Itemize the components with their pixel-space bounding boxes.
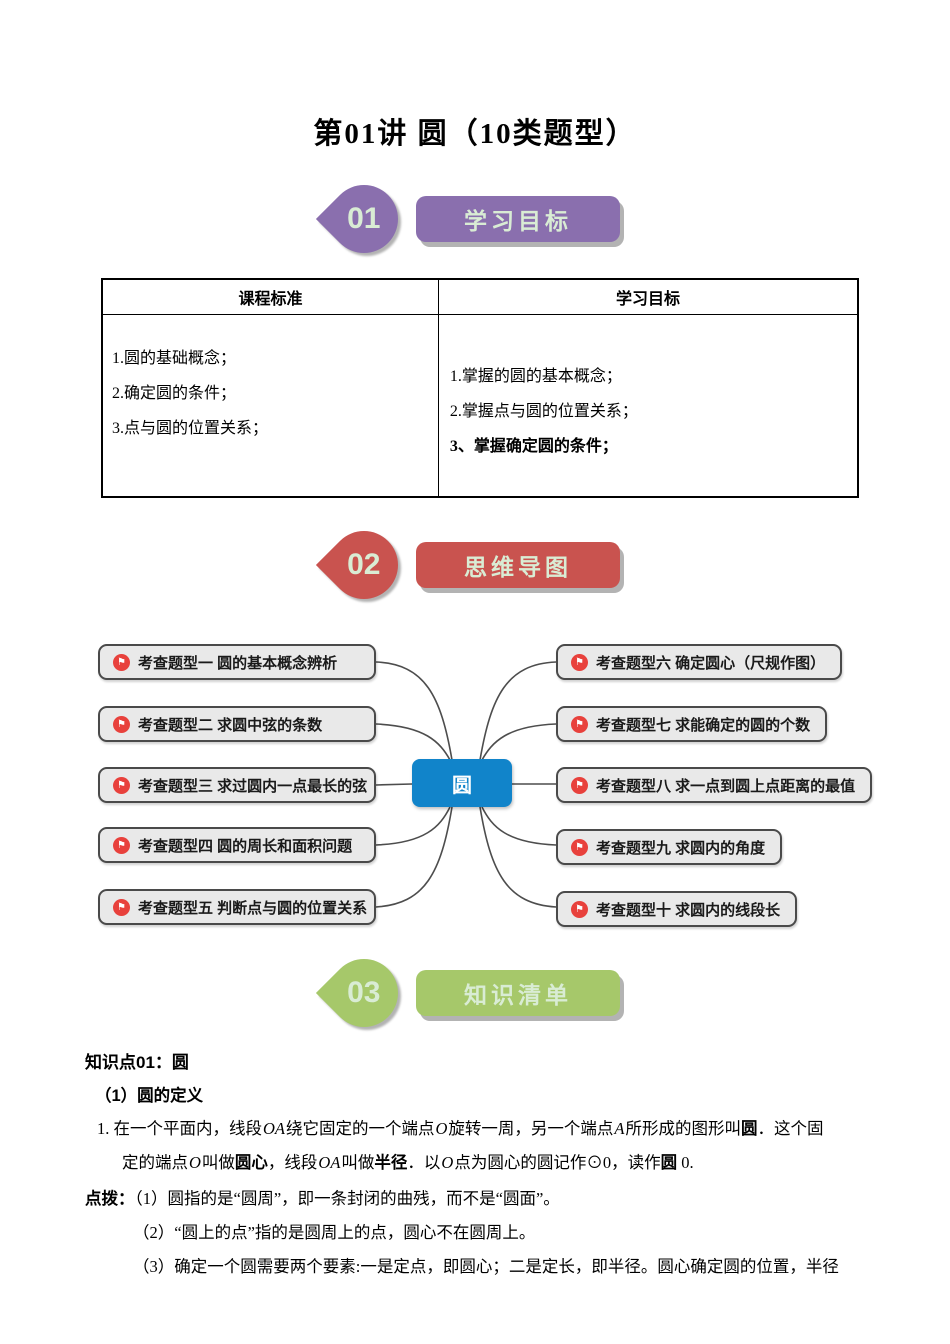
flag-icon: ⚑ <box>113 776 130 794</box>
section-number: 02 <box>347 548 381 581</box>
section-header-2: 02 思维导图 <box>315 516 950 614</box>
mindmap-node-type-5: ⚑ 考查题型五 判断点与圆的位置关系 <box>98 889 376 925</box>
knowledge-section: 知识点01：圆 （1）圆的定义 1. 在一个平面内，线段OA绕它固定的一个端点O… <box>85 1050 885 1284</box>
flag-icon: ⚑ <box>113 715 130 733</box>
teardrop-shape-icon: 03 <box>315 944 413 1042</box>
tip-line-1: 点拨：（1）圆指的是“圆周”，即一条封闭的曲残，而不是“圆面”。 <box>85 1189 560 1208</box>
knowledge-point-heading: 知识点01：圆 <box>85 1053 189 1072</box>
section-number-drop-1: 01 <box>315 170 413 268</box>
flag-icon: ⚑ <box>571 653 588 671</box>
learning-goal-cell: 1.掌握的圆的基本概念； 2.掌握点与圆的位置关系； 3、掌握确定圆的条件； <box>437 313 859 498</box>
section-number-drop-3: 03 <box>315 944 413 1042</box>
section-number: 01 <box>347 202 381 235</box>
mindmap-node-label: 考查题型二 求圆中弦的条数 <box>138 716 323 734</box>
mindmap-node-type-7: ⚑ 考查题型七 求能确定的圆的个数 <box>556 706 828 742</box>
section-title-pill-1: 学习目标 <box>416 196 620 242</box>
mindmap-node-label: 考查题型六 确定圆心（尺规作图） <box>596 654 826 672</box>
tips-block: 点拨：（1）圆指的是“圆周”，即一条封闭的曲残，而不是“圆面”。 （2）“圆上的… <box>85 1182 885 1284</box>
flag-icon: ⚑ <box>113 836 130 854</box>
mindmap-node-label: 考查题型九 求圆内的角度 <box>596 839 766 857</box>
math-var: OA <box>318 1153 341 1172</box>
mindmap-node-type-2: ⚑ 考查题型二 求圆中弦的条数 <box>98 706 376 742</box>
mindmap-node-label: 考查题型一 圆的基本概念辨析 <box>138 654 338 672</box>
mindmap-connector-lines <box>375 661 557 908</box>
section-number-drop-2: 02 <box>315 516 413 614</box>
course-standard-cell: 1.圆的基础概念； 2.确定圆的条件； 3.点与圆的位置关系； <box>101 313 439 498</box>
section-header-3: 03 知识清单 <box>315 944 950 1042</box>
flag-icon: ⚑ <box>571 838 588 856</box>
flag-icon: ⚑ <box>571 715 588 733</box>
mindmap-node-label: 考查题型八 求一点到圆上点距离的最值 <box>596 777 856 795</box>
flag-icon: ⚑ <box>571 900 588 918</box>
flag-icon: ⚑ <box>571 776 588 794</box>
flag-icon: ⚑ <box>113 898 130 916</box>
definition-line-1: 1. 在一个平面内，线段OA绕它固定的一个端点O旋转一周，另一个端点A所形成的图… <box>97 1119 824 1138</box>
mindmap-node-type-10: ⚑ 考查题型十 求圆内的线段长 <box>556 891 798 927</box>
section-title-pill-3: 知识清单 <box>416 970 620 1016</box>
circle-definition-subheading: （1）圆的定义 <box>95 1087 204 1105</box>
definition-line-2: 定的端点O叫做圆心，线段OA叫做半径．以O点为圆心的圆记作⊙0，读作圆 0. <box>122 1153 694 1172</box>
learning-goal-item: 1.掌握的圆的基本概念； <box>449 367 622 385</box>
math-var: O <box>441 1153 454 1172</box>
mindmap-node-type-4: ⚑ 考查题型四 圆的周长和面积问题 <box>98 827 376 863</box>
flag-icon: ⚑ <box>113 653 130 671</box>
learning-objectives-table: 课程标准 学习目标 1.圆的基础概念； 2.确定圆的条件； 3.点与圆的位置关系… <box>101 278 859 498</box>
section-header-1: 01 学习目标 <box>315 170 950 268</box>
course-standard-item: 1.圆的基础概念； <box>112 349 237 367</box>
mindmap-node-label: 考查题型四 圆的周长和面积问题 <box>138 837 353 855</box>
mindmap-node-type-6: ⚑ 考查题型六 确定圆心（尺规作图） <box>556 644 843 680</box>
mindmap-node-type-8: ⚑ 考查题型八 求一点到圆上点距离的最值 <box>556 767 873 803</box>
teardrop-shape-icon: 02 <box>315 516 413 614</box>
tip-line-3: （3）确定一个圆需要两个要素:一是定点，即圆心；二是定长，即半径。圆心确定圆的位… <box>133 1257 839 1276</box>
teardrop-shape-icon: 01 <box>315 170 413 268</box>
course-standard-item: 3.点与圆的位置关系； <box>112 419 269 437</box>
mindmap-node-label: 考查题型十 求圆内的线段长 <box>596 901 781 919</box>
mindmap-node-type-3: ⚑ 考查题型三 求过圆内一点最长的弦 <box>98 767 376 803</box>
math-var: A <box>614 1119 625 1138</box>
mindmap-center-node: 圆 <box>412 759 512 807</box>
course-standard-item: 2.确定圆的条件； <box>112 384 237 402</box>
math-var: OA <box>263 1119 285 1138</box>
page-title: 第01讲 圆（10类题型） <box>313 118 637 150</box>
tip-line-2: （2）“圆上的点”指的是圆周上的点，圆心不在圆周上。 <box>133 1223 536 1242</box>
section-number: 03 <box>347 976 381 1009</box>
table-header-course-standard: 课程标准 <box>101 278 439 315</box>
math-var: O <box>189 1153 201 1172</box>
mindmap-node-label: 考查题型三 求过圆内一点最长的弦 <box>138 777 368 795</box>
math-var: O <box>435 1119 448 1138</box>
mindmap-node-label: 考查题型七 求能确定的圆的个数 <box>596 716 811 734</box>
learning-goal-item: 2.掌握点与圆的位置关系； <box>449 402 638 420</box>
section-title-pill-2: 思维导图 <box>416 542 620 588</box>
mindmap-node-type-9: ⚑ 考查题型九 求圆内的角度 <box>556 829 783 865</box>
table-header-learning-goal: 学习目标 <box>437 278 859 315</box>
mindmap: ⚑ 考查题型一 圆的基本概念辨析 ⚑ 考查题型二 求圆中弦的条数 ⚑ 考查题型三… <box>0 626 950 946</box>
mindmap-node-label: 考查题型五 判断点与圆的位置关系 <box>138 899 368 917</box>
mindmap-node-type-1: ⚑ 考查题型一 圆的基本概念辨析 <box>98 644 376 680</box>
tips-label: 点拨： <box>85 1190 135 1208</box>
learning-goal-item: 3、掌握确定圆的条件； <box>449 437 618 455</box>
